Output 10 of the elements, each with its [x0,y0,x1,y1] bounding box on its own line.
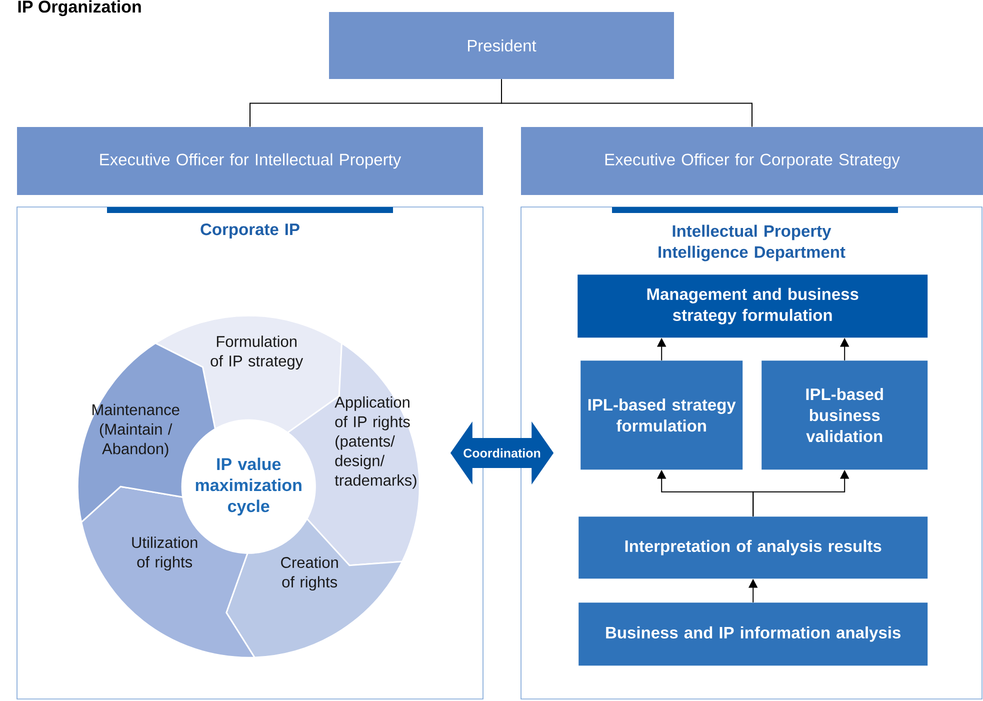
connector-line [501,78,752,128]
process-box: IPL-based strategy formulation [580,360,743,470]
process-box: Interpretation of analysis results [578,516,928,579]
officer-box: Executive Officer for Corporate Strategy [521,126,983,195]
officer-box: Executive Officer for Intellectual Property [17,126,483,195]
title-box: President [329,12,674,79]
process-box: Business and IP information analysis [578,602,928,666]
heading: IP Organization [18,0,141,16]
process-box: IPL-based business validation [762,360,928,470]
process-box: Management and business strategy formulation [578,274,928,338]
